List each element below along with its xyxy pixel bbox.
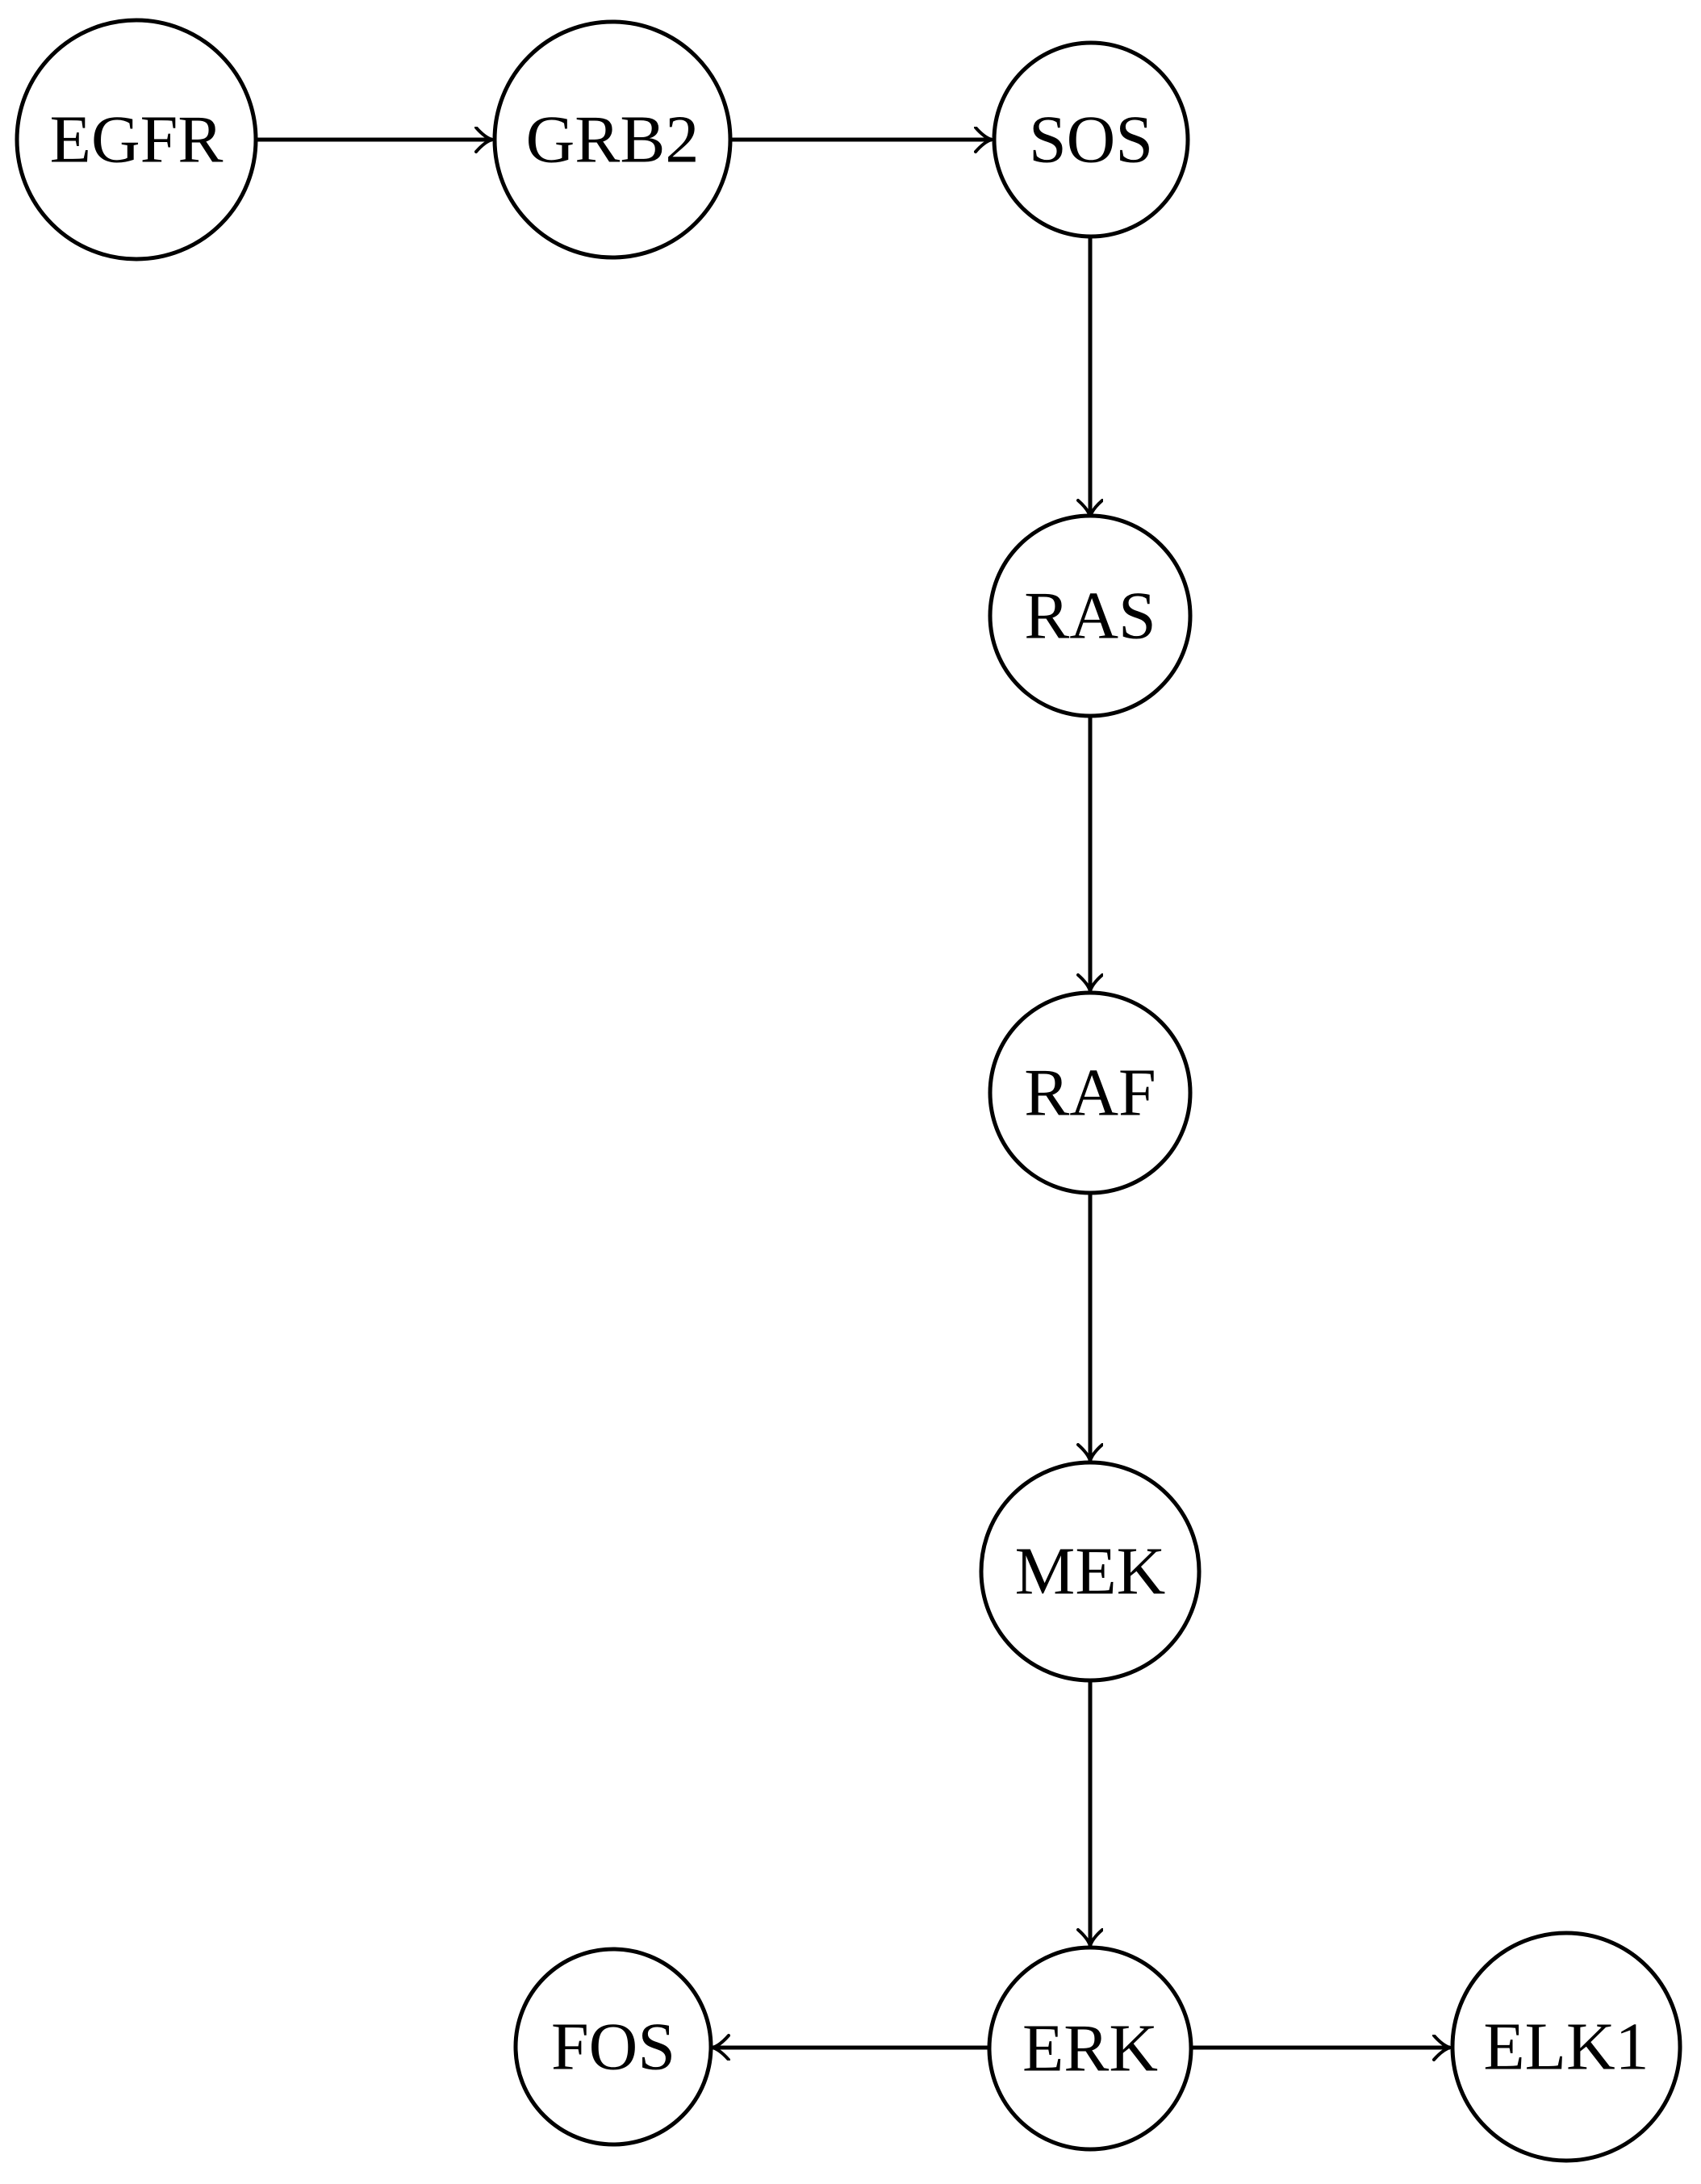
node-grb2-label: GRB2 <box>526 103 700 178</box>
node-mek-label: MEK <box>1015 1534 1166 1609</box>
node-egfr-label: EGFR <box>50 103 224 178</box>
node-egfr-circle <box>15 18 258 261</box>
node-elk1: ELK1 <box>1450 1931 1682 2163</box>
node-raf-label: RAF <box>1024 1056 1156 1131</box>
node-erk: ERK <box>987 1945 1193 2152</box>
node-erk-label: ERK <box>1022 2011 1158 2086</box>
node-sos: SOS <box>992 40 1190 239</box>
node-grb2-circle <box>492 19 733 260</box>
node-sos-label: SOS <box>1029 103 1153 178</box>
node-mek-circle <box>979 1460 1202 1683</box>
node-ras: RAS <box>988 513 1193 718</box>
node-egfr: EGFR <box>15 18 258 261</box>
node-fos-circle <box>513 1947 713 2147</box>
node-erk-circle <box>987 1945 1193 2152</box>
node-fos-label: FOS <box>551 2010 675 2085</box>
node-ras-circle <box>988 513 1193 718</box>
node-sos-circle <box>992 40 1190 239</box>
node-raf-circle <box>988 990 1193 1195</box>
node-elk1-circle <box>1450 1931 1682 2163</box>
node-ras-label: RAS <box>1024 579 1156 654</box>
node-grb2: GRB2 <box>492 19 733 260</box>
node-elk1-label: ELK1 <box>1483 2010 1649 2085</box>
node-raf: RAF <box>988 990 1193 1195</box>
node-fos: FOS <box>513 1947 713 2147</box>
node-mek: MEK <box>979 1460 1202 1683</box>
